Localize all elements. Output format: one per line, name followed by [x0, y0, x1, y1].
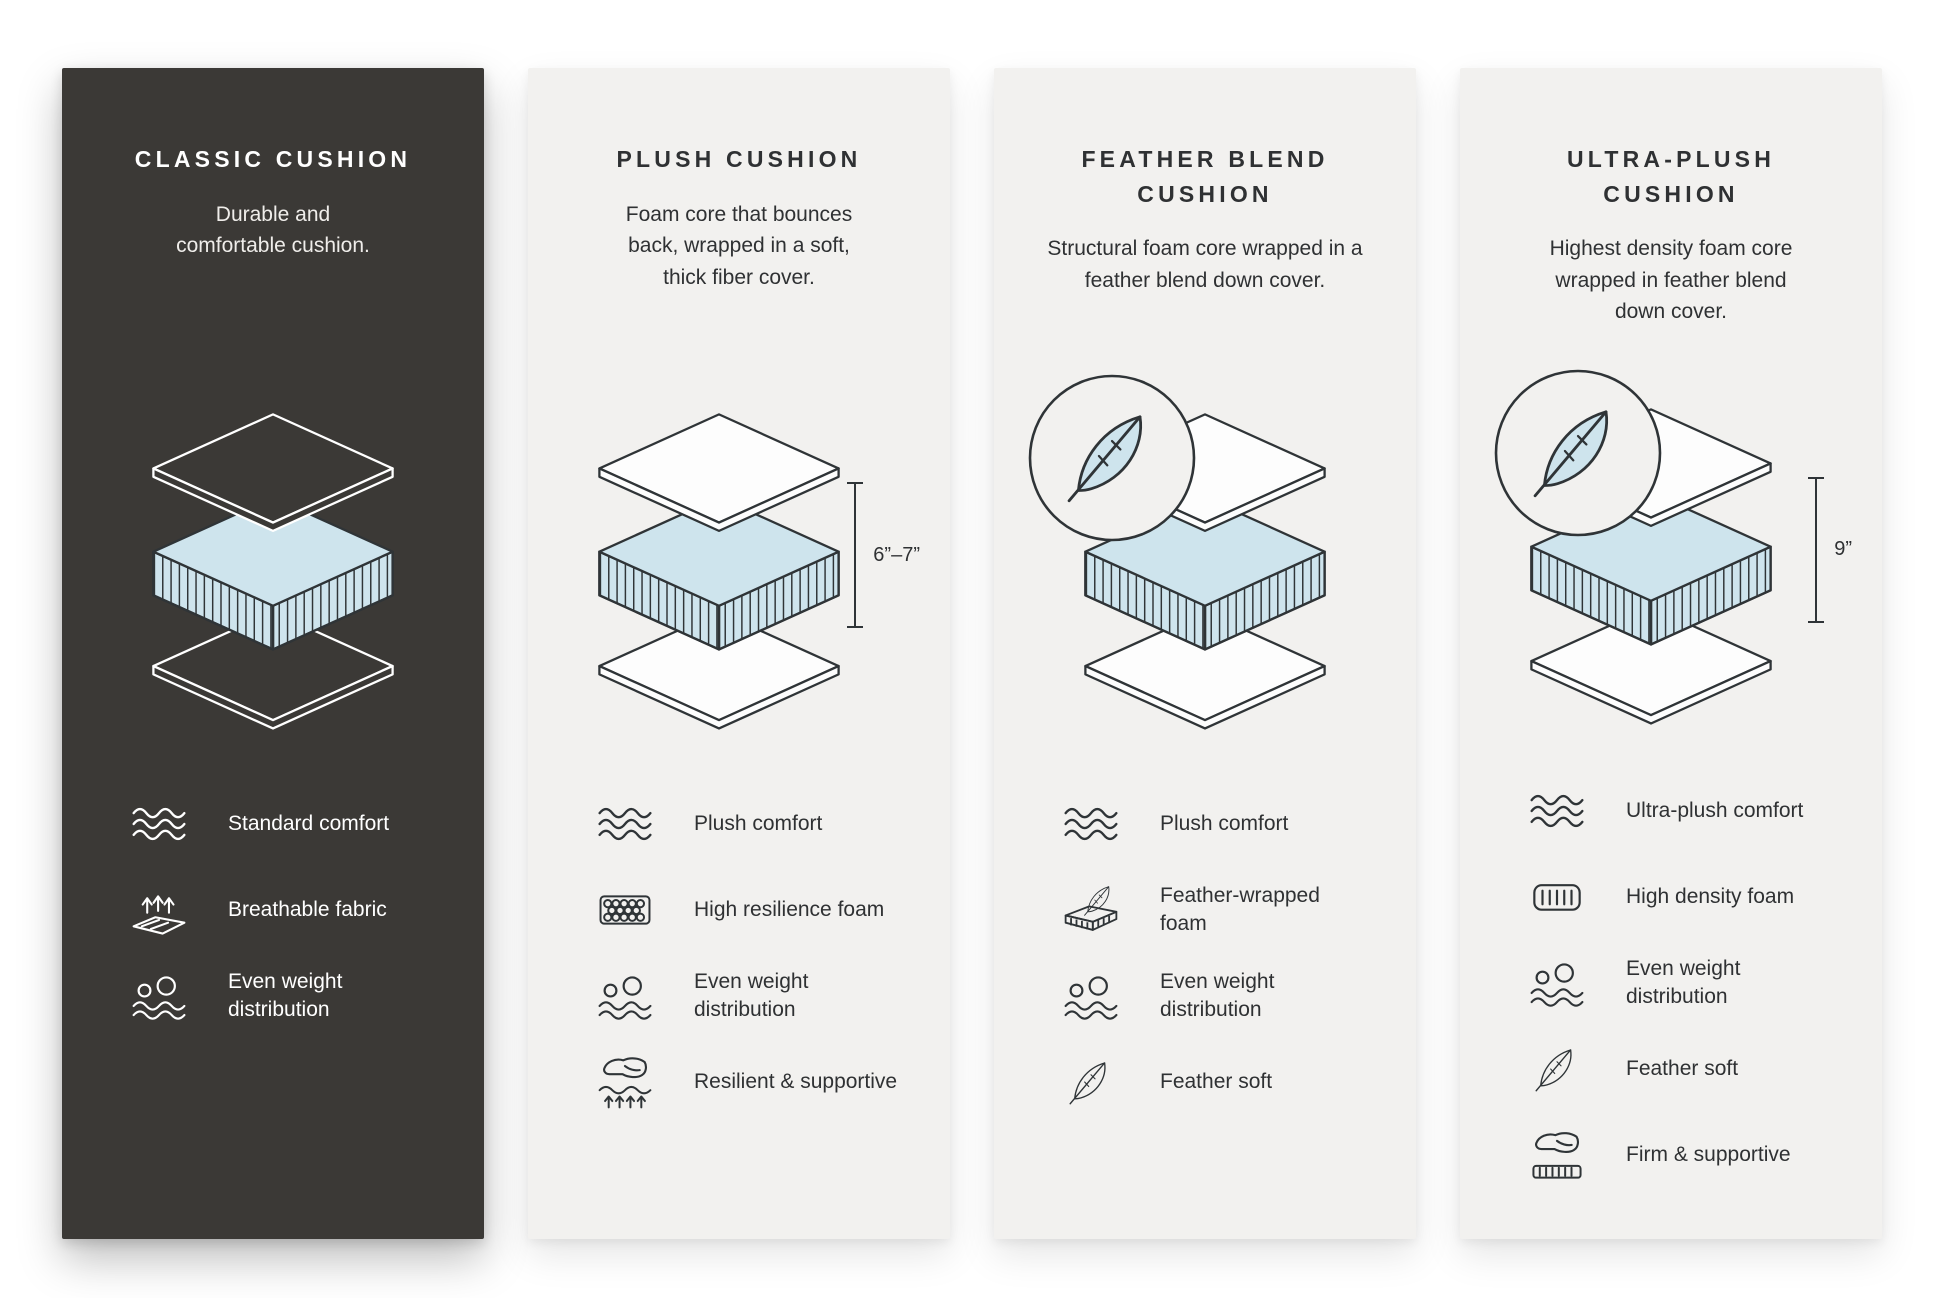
panel-title: ULTRA-PLUSH CUSHION [1566, 146, 1776, 207]
waves-icon [1058, 795, 1124, 853]
panel-header: ULTRA-PLUSH CUSHION Highest density foam… [1496, 142, 1846, 375]
feature-label: Even weight distribution [694, 970, 809, 1021]
feature-row: Feather soft [1524, 1037, 1846, 1101]
feature-label: High density foam [1626, 885, 1795, 909]
even-weight-distribution-icon [126, 967, 192, 1025]
breathable-fabric-icon [126, 881, 192, 939]
measurement-label: 9” [1834, 538, 1852, 561]
panel-classic-cushion: CLASSIC CUSHION Durable and comfortable … [62, 68, 484, 1239]
cushion-diagram: 9” [1494, 369, 1852, 739]
even-weight-distribution-icon [1058, 967, 1124, 1025]
height-measurement: 6”–7” [844, 480, 920, 630]
panel-plush-cushion: PLUSH CUSHION Foam core that bounces bac… [528, 68, 950, 1239]
feature-label: Plush comfort [1160, 812, 1289, 836]
high-resilience-foam-icon [592, 881, 658, 939]
panel-ultra-plush-cushion: ULTRA-PLUSH CUSHION Highest density foam… [1460, 68, 1882, 1239]
feather-badge [1494, 369, 1662, 537]
feature-list: Ultra-plush comfort High density foam Ev… [1496, 779, 1846, 1209]
feature-label: Even weight distribution [228, 970, 343, 1021]
panel-description: Foam core that bounces back, wrapped in … [625, 202, 853, 289]
feature-row: Even weight distribution [1058, 964, 1380, 1028]
feature-row: Resilient & supportive [592, 1050, 914, 1114]
feature-label: Ultra-plush comfort [1626, 799, 1804, 823]
feature-row: Even weight distribution [126, 964, 448, 1028]
feature-list: Plush comfort High resilience foam Even … [564, 792, 914, 1136]
cushion-diagram [1028, 374, 1380, 752]
feature-row: Feather soft [1058, 1050, 1380, 1114]
cushion-layers-illustration [117, 406, 429, 741]
panel-feather-blend-cushion: FEATHER BLEND CUSHION Structural foam co… [994, 68, 1416, 1239]
panel-title: CLASSIC CUSHION [134, 146, 412, 172]
cushion-layers-illustration [563, 406, 875, 741]
feature-row: Even weight distribution [1524, 951, 1846, 1015]
feature-label: Feather soft [1160, 1070, 1273, 1094]
height-measurement: 9” [1805, 475, 1852, 625]
feather-icon [1058, 1053, 1124, 1111]
feature-label: Resilient & supportive [694, 1070, 898, 1094]
panel-title: PLUSH CUSHION [616, 146, 862, 172]
feature-label: Plush comfort [694, 812, 823, 836]
feature-row: Even weight distribution [592, 964, 914, 1028]
high-density-foam-icon [1524, 868, 1590, 926]
cushion-diagram: 6”–7” [563, 380, 920, 752]
panel-description: Highest density foam core wrapped in fea… [1549, 237, 1793, 323]
feature-label: Firm & supportive [1626, 1143, 1791, 1167]
measurement-line [1808, 476, 1825, 623]
feature-label: High resilience foam [694, 898, 885, 922]
feature-label: Even weight distribution [1626, 957, 1741, 1008]
feature-row: Breathable fabric [126, 878, 448, 942]
feature-row: High density foam [1524, 865, 1846, 929]
even-weight-distribution-icon [1524, 954, 1590, 1012]
waves-icon [126, 795, 192, 853]
feather-wrapped-foam-icon [1058, 881, 1124, 939]
measurement-label: 6”–7” [873, 543, 920, 566]
feature-label: Feather soft [1626, 1057, 1739, 1081]
waves-icon [592, 795, 658, 853]
feature-list: Plush comfort Feather-wrapped foam Even … [1030, 792, 1380, 1136]
hand-press-arrows-icon [592, 1053, 658, 1111]
feature-row: Standard comfort [126, 792, 448, 856]
cushion-diagram [98, 380, 448, 752]
waves-icon [1524, 782, 1590, 840]
hand-press-surface-icon [1524, 1126, 1590, 1184]
feature-label: Feather-wrapped foam [1160, 884, 1320, 935]
feature-row: Feather-wrapped foam [1058, 878, 1380, 942]
feature-row: Plush comfort [1058, 792, 1380, 856]
feature-label: Breathable fabric [228, 898, 387, 922]
panel-header: PLUSH CUSHION Foam core that bounces bac… [564, 142, 914, 380]
feather-icon [1524, 1040, 1590, 1098]
feature-list: Standard comfort Breathable fabric Even … [98, 792, 448, 1050]
feature-label: Even weight distribution [1160, 970, 1275, 1021]
feature-row: High resilience foam [592, 878, 914, 942]
measurement-line [847, 482, 864, 628]
panel-description: Structural foam core wrapped in a feathe… [1047, 237, 1363, 292]
feature-row: Plush comfort [592, 792, 914, 856]
feather-badge [1028, 374, 1196, 542]
panel-title: FEATHER BLEND CUSHION [1081, 146, 1329, 207]
panel-description: Durable and comfortable cushion. [176, 202, 370, 258]
feature-row: Ultra-plush comfort [1524, 779, 1846, 843]
panel-header: CLASSIC CUSHION Durable and comfortable … [98, 142, 448, 380]
panel-header: FEATHER BLEND CUSHION Structural foam co… [1030, 142, 1380, 380]
feature-label: Standard comfort [228, 812, 390, 836]
even-weight-distribution-icon [592, 967, 658, 1025]
feature-row: Firm & supportive [1524, 1123, 1846, 1187]
